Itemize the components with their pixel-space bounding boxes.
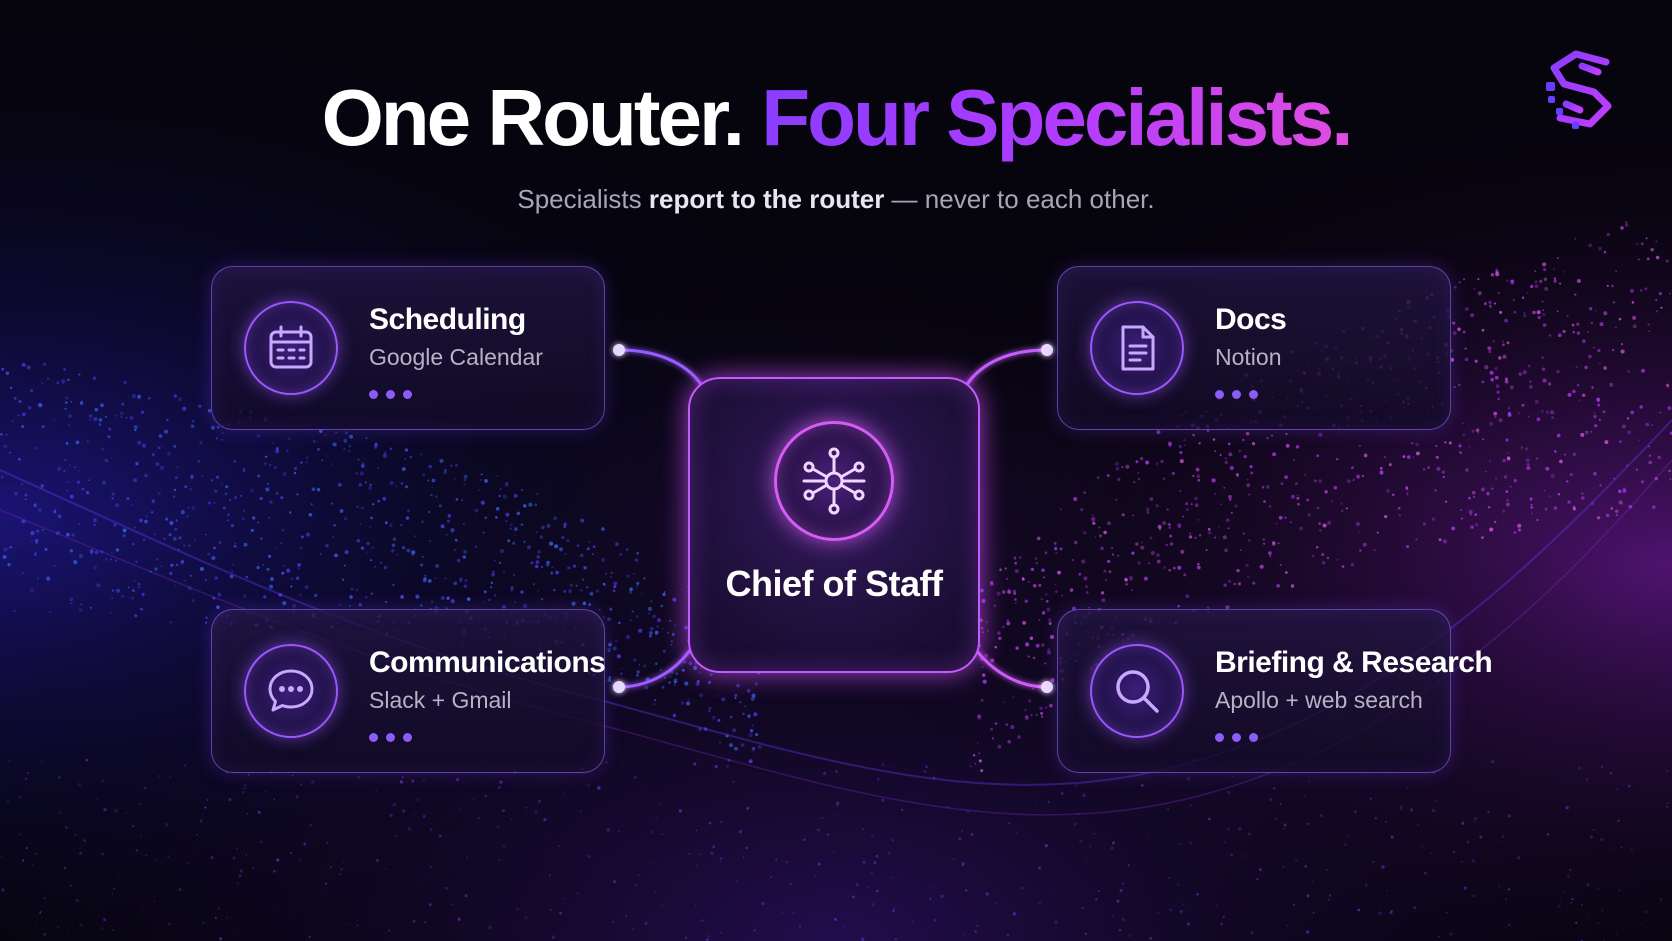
- specialist-tool: Slack + Gmail: [369, 687, 512, 713]
- search-icon: [1090, 644, 1184, 738]
- page-title: One Router. Four Specialists.: [0, 78, 1672, 158]
- specialist-card-briefing-research[interactable]: Briefing & Research Apollo + web search: [1057, 609, 1493, 773]
- specialist-tool: Apollo + web search: [1215, 687, 1423, 713]
- router-hub-card[interactable]: Chief of Staff: [688, 377, 980, 673]
- title-part-1: One Router.: [321, 73, 745, 162]
- chat-bubble-icon: [244, 644, 338, 738]
- specialist-name: Communications: [369, 646, 606, 679]
- network-hub-icon: [774, 421, 894, 541]
- brand-logo-icon: [1546, 50, 1612, 129]
- specialist-tool: Notion: [1215, 344, 1282, 370]
- subtitle-pre: Specialists: [517, 184, 649, 214]
- specialist-card-communications[interactable]: Communications Slack + Gmail: [211, 609, 606, 773]
- calendar-icon: [244, 301, 338, 395]
- hub-name: Chief of Staff: [725, 563, 943, 604]
- subtitle-post: — never to each other.: [884, 184, 1155, 214]
- more-dots: [369, 729, 420, 747]
- specialist-name: Docs: [1215, 303, 1287, 336]
- more-dots: [369, 386, 420, 404]
- specialist-tool: Google Calendar: [369, 344, 543, 370]
- specialist-card-scheduling[interactable]: Scheduling Google Calendar: [211, 266, 605, 430]
- title-part-2: Four Specialists.: [761, 73, 1353, 162]
- specialist-name: Scheduling: [369, 303, 526, 336]
- subtitle-bold: report to the router: [648, 184, 885, 214]
- document-icon: [1090, 301, 1184, 395]
- more-dots: [1215, 729, 1266, 747]
- specialist-card-docs[interactable]: Docs Notion: [1057, 266, 1451, 430]
- page-subtitle: Specialists report to the router — never…: [0, 184, 1672, 215]
- more-dots: [1215, 386, 1266, 404]
- specialist-name: Briefing & Research: [1215, 646, 1493, 679]
